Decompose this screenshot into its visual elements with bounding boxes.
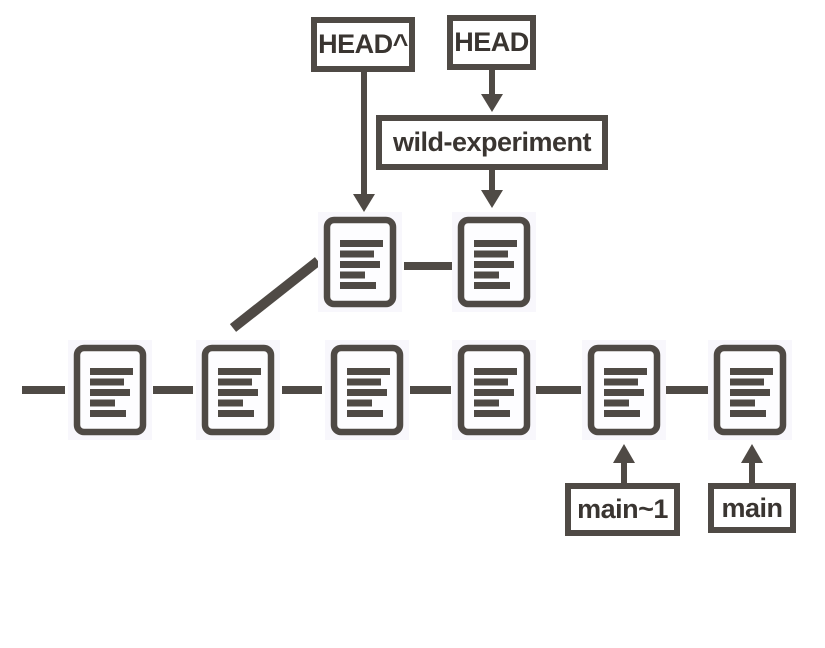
head-parent-label: HEAD^ bbox=[311, 17, 415, 72]
connector-dash bbox=[410, 386, 451, 394]
connector-dash bbox=[153, 386, 193, 394]
connector-dash bbox=[666, 386, 708, 394]
arrow-head-to-branch-label bbox=[481, 70, 503, 112]
commit-node-main-5 bbox=[582, 340, 666, 440]
connector-dash bbox=[22, 386, 65, 394]
main-label: main bbox=[708, 483, 796, 533]
connector-dash bbox=[536, 386, 581, 394]
main-tilde1-label: main~1 bbox=[565, 483, 680, 536]
arrow-main-tilde1-to-commit bbox=[613, 444, 635, 483]
commit-node-main-4 bbox=[452, 340, 536, 440]
branch-row-connector-dash bbox=[404, 262, 452, 270]
commit-node-branch-2 bbox=[452, 212, 536, 312]
commit-node-branch-1 bbox=[318, 212, 402, 312]
commit-node-main-3 bbox=[325, 340, 409, 440]
commit-node-main-1 bbox=[68, 340, 152, 440]
arrow-main-to-commit bbox=[741, 444, 763, 483]
branch-label-wild-experiment: wild-experiment bbox=[376, 115, 608, 170]
branch-diagonal-connector bbox=[229, 257, 322, 332]
arrow-branch-label-to-commit bbox=[481, 169, 503, 208]
arrow-head-parent-to-commit bbox=[353, 71, 375, 212]
connector-dash bbox=[282, 386, 322, 394]
commit-node-main-2 bbox=[196, 340, 280, 440]
main-row-connectors bbox=[22, 386, 708, 394]
head-label: HEAD bbox=[447, 15, 536, 70]
commit-node-main-6 bbox=[708, 340, 792, 440]
